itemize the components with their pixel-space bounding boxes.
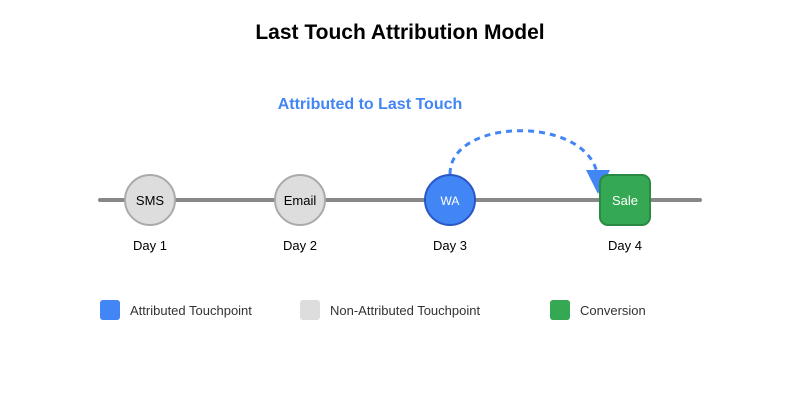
attribution-arrow: [448, 129, 610, 194]
conversion-label: Sale: [612, 193, 638, 208]
legend-swatch-attributed: [100, 300, 120, 320]
conversion-sale: Sale Day 4: [599, 174, 651, 253]
day-label: Day 2: [283, 238, 317, 253]
touchpoint-wa: WA Day 3: [424, 174, 476, 253]
legend: Attributed Touchpoint Non-Attributed Tou…: [100, 300, 646, 320]
touchpoint-label: SMS: [136, 193, 165, 208]
attribution-annotation: Attributed to Last Touch: [278, 96, 463, 113]
touchpoint-sms: SMS Day 1: [124, 174, 176, 253]
day-label: Day 3: [433, 238, 467, 253]
legend-label: Attributed Touchpoint: [130, 303, 252, 318]
day-label: Day 4: [608, 238, 642, 253]
day-label: Day 1: [133, 238, 167, 253]
legend-label: Non-Attributed Touchpoint: [330, 303, 480, 318]
legend-swatch-conversion: [550, 300, 570, 320]
diagram-title: Last Touch Attribution Model: [255, 21, 544, 44]
legend-swatch-non-attributed: [300, 300, 320, 320]
touchpoint-email: Email Day 2: [274, 174, 326, 253]
touchpoint-label: Email: [284, 193, 317, 208]
touchpoint-label: WA: [441, 194, 460, 208]
legend-label: Conversion: [580, 303, 646, 318]
